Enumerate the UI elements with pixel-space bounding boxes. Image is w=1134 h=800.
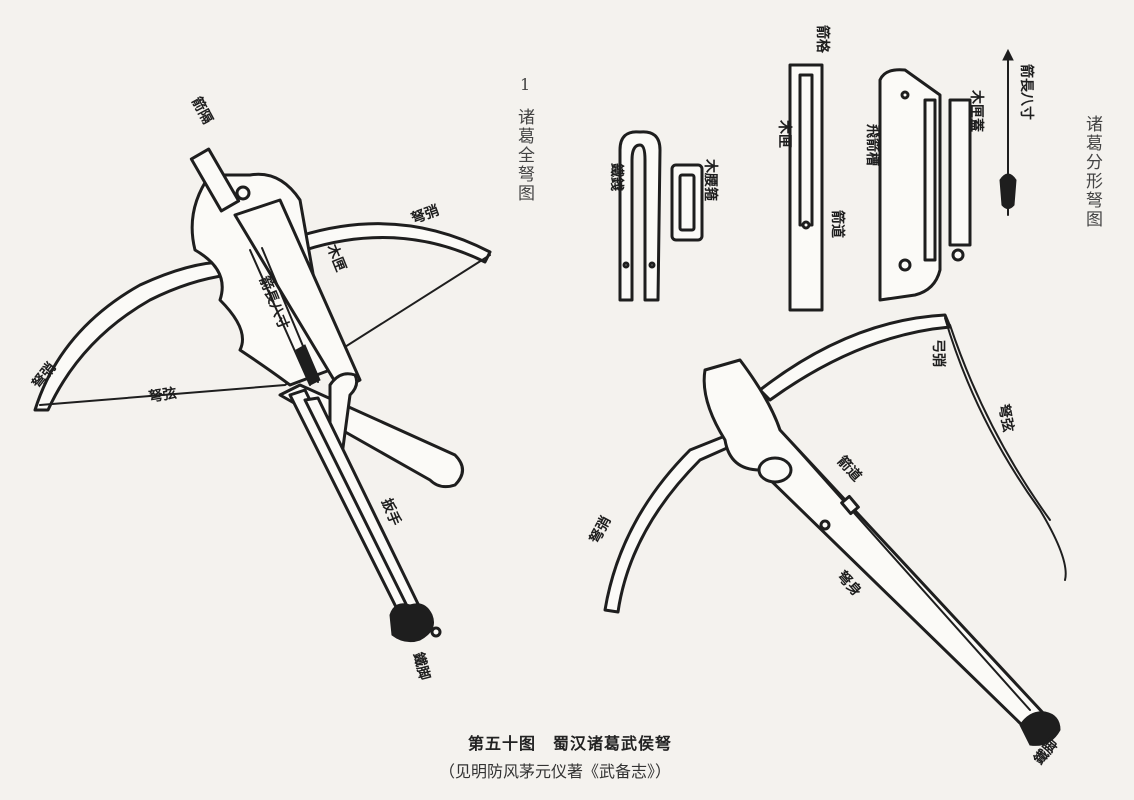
label-wood-frame: 木匣 xyxy=(776,119,793,148)
side-bow-string-2 xyxy=(949,324,1051,521)
label-wood-lid: 木匣蓋 xyxy=(968,89,985,132)
side-foot xyxy=(1019,711,1061,746)
label-top: 箭格 xyxy=(814,25,831,54)
magazine-top xyxy=(189,147,241,213)
foot-tip-right xyxy=(430,626,442,638)
label-lever: 扳手 xyxy=(378,496,404,528)
label-side-bow-tip: 弓弰 xyxy=(930,339,947,367)
side-stock xyxy=(702,358,1047,730)
caption-title: 第五十图 蜀汉诸葛武侯弩 xyxy=(467,734,672,753)
part-arrow-fletching xyxy=(999,173,1017,209)
assembled-crossbow: 箭隔 弩弰 弩弰 箭長八寸 木匣 弩弦 扳手 鐵脚 xyxy=(28,94,492,682)
side-stock-pin xyxy=(819,519,831,531)
part-narrow-lid xyxy=(948,98,972,247)
magazine-inner xyxy=(249,249,311,386)
label-bow-top: 箭隔 xyxy=(188,94,216,127)
label-arrow-note: 箭長八寸 xyxy=(1018,64,1035,120)
crossbow-body xyxy=(190,172,332,387)
side-stock-groove xyxy=(779,429,1031,711)
plate-slot xyxy=(923,98,937,262)
label-side-stock: 弩身 xyxy=(833,567,865,600)
figure-number: 1 xyxy=(520,75,531,94)
part-arrow-head xyxy=(1002,48,1014,61)
label-channel: 箭道 xyxy=(829,210,846,238)
foot-ornament xyxy=(389,603,434,643)
label-side-groove: 箭道 xyxy=(834,453,865,485)
right-figure-title: 诸葛分形弩图 xyxy=(1082,115,1102,229)
label-string: 弩弦 xyxy=(147,385,178,406)
lid-knob xyxy=(951,248,965,262)
part-wood-ring-inner xyxy=(678,173,696,232)
side-bow-upper xyxy=(758,313,952,402)
label-bow-right: 弩弰 xyxy=(408,202,441,228)
label-wood-clasp: 木腰箍 xyxy=(702,158,719,201)
label-side-string: 弩弦 xyxy=(995,402,1017,434)
clasp-pin-2 xyxy=(648,261,656,269)
label-side-mount: 飛箭槽 xyxy=(864,123,881,166)
plate-hole xyxy=(900,90,910,100)
bow-string xyxy=(39,254,491,406)
pivot-hole xyxy=(235,185,251,201)
bar-hole xyxy=(801,220,811,230)
part-iron-clasp xyxy=(618,130,662,302)
plate-hole-2 xyxy=(898,258,912,272)
exploded-parts: 鐵錢 木腰箍 箭格 木匣 箭道 飛箭槽 木匣蓋 箭長八寸 xyxy=(608,25,1035,312)
clasp-pin xyxy=(622,261,630,269)
side-stock-latch xyxy=(840,494,860,516)
side-view-crossbow: 弓弰 弩弦 弩弰 弩身 箭道 鐵脚 xyxy=(586,313,1067,768)
bolt-stack xyxy=(295,344,321,386)
part-long-bar-slot xyxy=(798,73,814,227)
magazine-rail xyxy=(233,198,362,392)
left-figure-title: 诸葛全弩图 xyxy=(514,108,534,203)
label-foot: 鐵脚 xyxy=(410,651,434,682)
label-iron: 鐵錢 xyxy=(608,163,625,191)
bow-limb xyxy=(33,260,230,412)
label-side-bow-left: 弩弰 xyxy=(586,514,615,548)
caption-source: （见明防风茅元仪著《武备志》） xyxy=(438,762,671,781)
label-side-box: 木匣 xyxy=(323,241,350,274)
side-bow-string xyxy=(944,317,1067,581)
side-stock-hole xyxy=(757,456,793,484)
side-bow-limb xyxy=(603,428,747,614)
